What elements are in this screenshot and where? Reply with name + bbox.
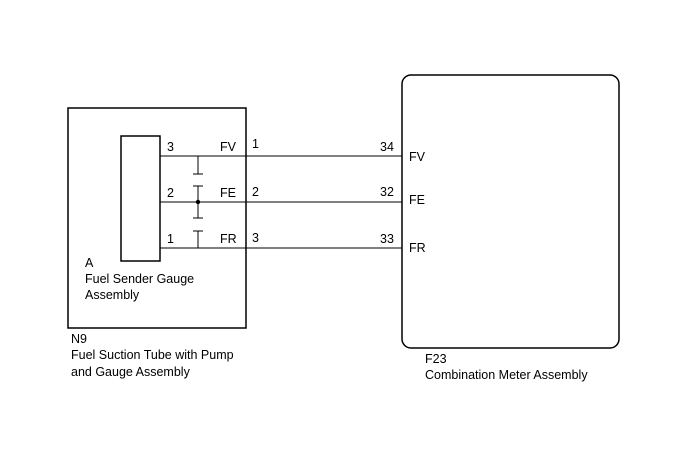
f23-pin-fr: 33 xyxy=(380,232,394,246)
fuel-sender-gauge-box xyxy=(120,135,161,262)
f23-connector-id: F23 xyxy=(425,352,447,366)
sender-pin-fe: 2 xyxy=(167,186,174,200)
n9-pin-fr: 3 xyxy=(252,231,259,245)
meter-label-fr: FR xyxy=(409,241,426,255)
signal-label-fr: FR xyxy=(220,232,237,246)
n9-pin-fe: 2 xyxy=(252,185,259,199)
f23-pin-fe: 32 xyxy=(380,185,394,199)
shield-symbol xyxy=(193,156,203,248)
signal-label-fe: FE xyxy=(220,186,236,200)
fuel-sender-name-line2: Assembly xyxy=(85,288,140,302)
n9-connector-id: N9 xyxy=(71,332,87,346)
combination-meter-box xyxy=(401,74,620,349)
combination-meter-name: Combination Meter Assembly xyxy=(425,368,588,382)
fuel-suction-tube-name-line2: and Gauge Assembly xyxy=(71,365,191,379)
n9-pin-fv: 1 xyxy=(252,137,259,151)
sender-pin-fr: 1 xyxy=(167,232,174,246)
sender-pin-fv: 3 xyxy=(167,140,174,154)
fuel-sender-ref: A xyxy=(85,256,94,270)
f23-pin-fv: 34 xyxy=(380,140,394,154)
meter-label-fv: FV xyxy=(409,150,426,164)
signal-label-fv: FV xyxy=(220,140,237,154)
fuel-suction-tube-box xyxy=(67,107,247,329)
fuel-sender-name-line1: Fuel Sender Gauge xyxy=(85,272,194,286)
meter-label-fe: FE xyxy=(409,193,425,207)
fuel-suction-tube-name-line1: Fuel Suction Tube with Pump xyxy=(71,348,234,362)
